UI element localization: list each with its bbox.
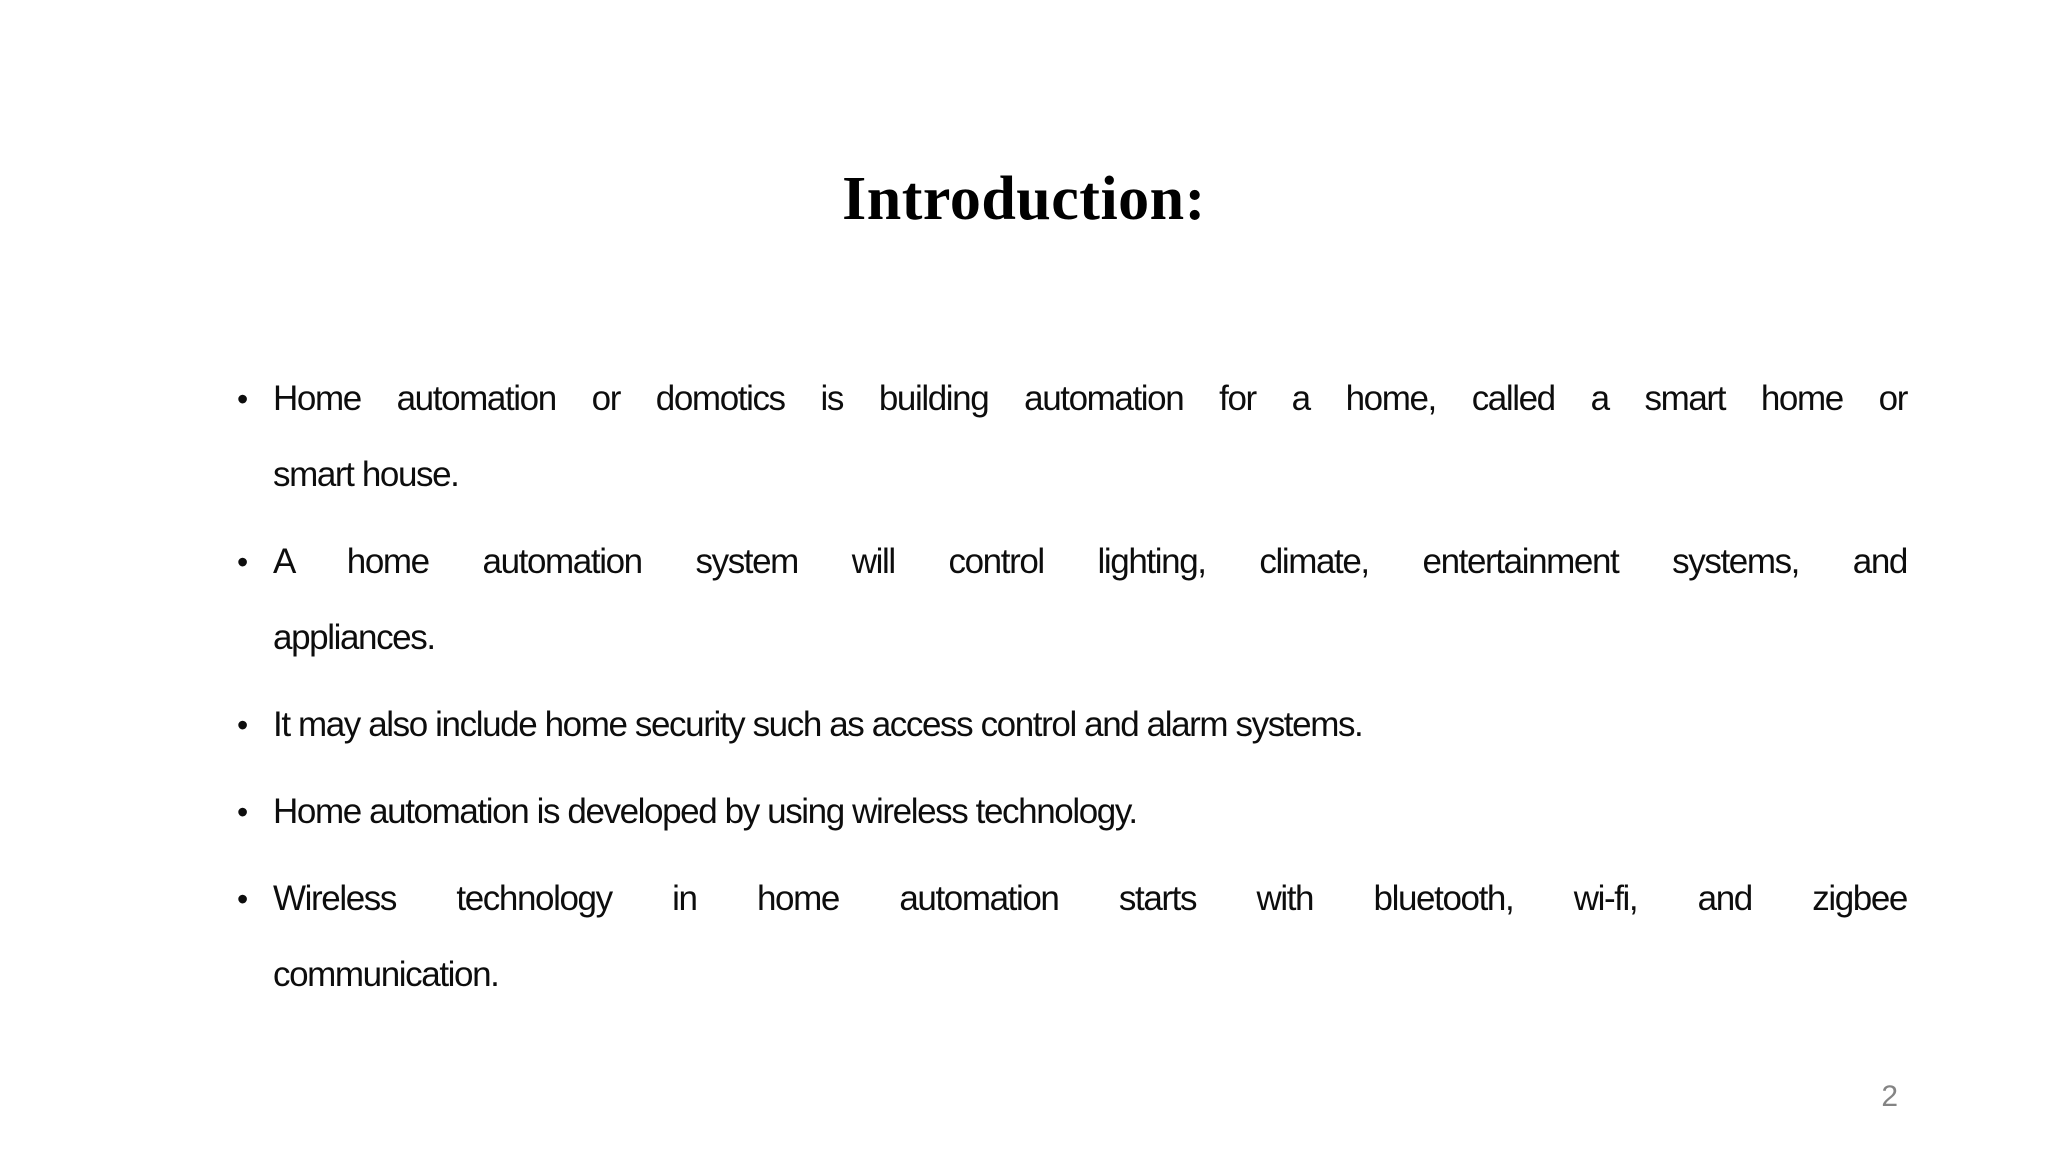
- bullet-marker: •: [237, 381, 248, 417]
- bullet-marker: •: [237, 794, 248, 830]
- bullet-marker: •: [237, 707, 248, 743]
- bullet-item: • Home automation or domotics is buildin…: [237, 361, 1908, 513]
- bullet-list: • Home automation or domotics is buildin…: [237, 361, 1908, 1013]
- bullet-line: appliances.: [273, 618, 436, 657]
- bullet-item: • Wireless technology in home automation…: [237, 861, 1908, 1013]
- slide-title: Introduction:: [842, 164, 1206, 233]
- bullet-item: • A home automation system will control …: [237, 524, 1908, 676]
- bullet-text: Home automation or domotics is building …: [273, 361, 1908, 513]
- bullet-text: A home automation system will control li…: [273, 524, 1908, 676]
- bullet-line: communication.: [273, 955, 500, 994]
- bullet-line: Home automation or domotics is building …: [273, 379, 1908, 418]
- bullet-marker: •: [237, 881, 248, 917]
- bullet-line: It may also include home security such a…: [273, 705, 1364, 744]
- page-number: 2: [1881, 1080, 1898, 1113]
- bullet-line: Wireless technology in home automation s…: [273, 879, 1908, 918]
- bullet-line: smart house.: [273, 455, 460, 494]
- bullet-line: Home automation is developed by using wi…: [273, 792, 1138, 831]
- bullet-item: • It may also include home security such…: [237, 687, 1907, 763]
- bullet-text: Home automation is developed by using wi…: [273, 774, 1907, 850]
- bullet-text: It may also include home security such a…: [273, 687, 1907, 763]
- bullet-marker: •: [237, 544, 248, 580]
- bullet-text: Wireless technology in home automation s…: [273, 861, 1908, 1013]
- bullet-item: • Home automation is developed by using …: [237, 774, 1907, 850]
- bullet-line: A home automation system will control li…: [273, 542, 1908, 581]
